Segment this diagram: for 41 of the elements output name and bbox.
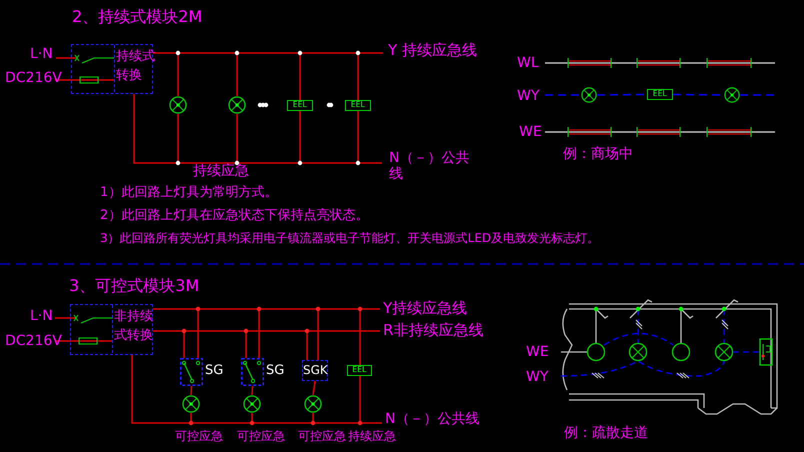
terminal-label: L·N: [30, 46, 53, 62]
exit-sign: EEL: [347, 365, 372, 376]
switch-box: SGK: [302, 360, 328, 381]
bus-label: R非持续应急线: [383, 322, 484, 340]
terminal-label: L·N: [30, 308, 53, 324]
bus-label: N（－）公共线: [385, 411, 480, 428]
bus-label: Y 持续应急线: [388, 42, 477, 60]
section-heading: 3、可控式模块3M: [69, 277, 200, 296]
circuit-label: 持续应急: [193, 163, 249, 180]
circuit-label: 可控应急: [298, 430, 346, 444]
line-label: WE: [519, 124, 542, 140]
note-text: 3）此回路所有荧光灯具均采用电子镇流器或电子节能灯、开关电源式LED及电致发光标志灯。: [100, 232, 600, 246]
converter-box: [71, 44, 153, 94]
wire: [312, 380, 316, 396]
voltage-label: DC216V: [5, 70, 62, 86]
wire: [251, 386, 254, 396]
line-label: WL: [517, 55, 539, 72]
switch-label: SG: [266, 363, 284, 378]
wire: [190, 386, 192, 396]
converter-box: [70, 304, 153, 355]
line-label: WY: [526, 369, 548, 386]
circuit-label: 可控应急: [175, 430, 223, 444]
converter-label: 持续式转换: [116, 48, 156, 85]
line-label: WE: [526, 344, 549, 360]
switch-label: SG: [205, 363, 224, 378]
note-text: 1）此回路上灯具为常明方式。: [100, 186, 278, 201]
example-caption: 例：商场中: [563, 146, 633, 162]
line-label: WY: [517, 88, 540, 104]
voltage-label: DC216V: [5, 333, 62, 350]
bus-label: N（－）公共线: [389, 150, 470, 182]
circuit-label: 持续应急: [348, 430, 396, 444]
exit-sign: EEL: [647, 89, 673, 100]
exit-sign: EEL: [345, 100, 371, 111]
bus-label: Y持续应急线: [383, 300, 468, 318]
section-heading: 2、持续式模块2M: [72, 8, 202, 26]
example-caption: 例：疏散走道: [564, 425, 648, 442]
circuit-label: 可控应急: [237, 430, 285, 444]
note-text: 2）此回路上灯具在应急状态下保持点亮状态。: [100, 209, 368, 224]
wire: [597, 94, 647, 96]
converter-label: 非持续式转换: [114, 308, 154, 345]
exit-sign: EEL: [287, 100, 313, 111]
